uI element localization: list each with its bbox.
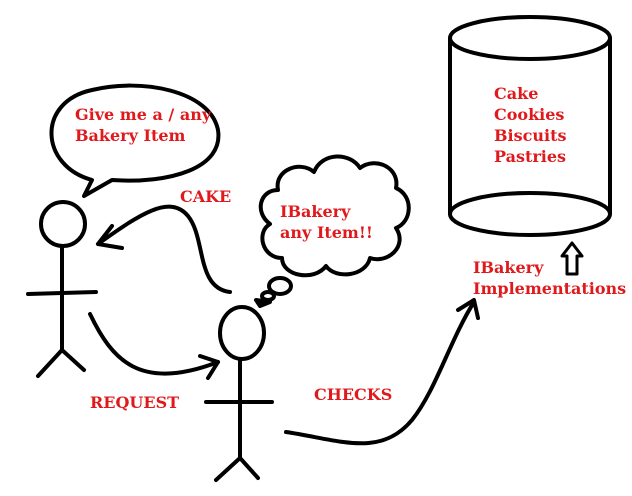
baker-right-leg bbox=[238, 456, 260, 480]
request-label: REQUEST bbox=[90, 393, 180, 412]
baker-head bbox=[218, 305, 266, 361]
speech-line-1: Give me a / any bbox=[75, 105, 212, 124]
baker-left-leg bbox=[214, 456, 242, 482]
baker-figure bbox=[204, 305, 274, 482]
container-item: Cake bbox=[494, 84, 539, 103]
customer-right-leg bbox=[60, 348, 86, 372]
implementations-label: IBakery Implementations bbox=[473, 257, 626, 299]
container-item: Biscuits bbox=[494, 126, 567, 145]
thought-dot-tip bbox=[254, 298, 272, 308]
customer-left-leg bbox=[36, 348, 64, 378]
thought-dot-small bbox=[260, 290, 276, 302]
up-arrow-icon bbox=[560, 241, 584, 276]
cake-arrow bbox=[96, 204, 232, 294]
thought-dot-large bbox=[267, 276, 293, 296]
baker-thought-text: IBakery any Item!! bbox=[280, 201, 373, 243]
container-bottom bbox=[448, 191, 612, 237]
checks-arrow bbox=[284, 298, 480, 446]
implementations-line-2: Implementations bbox=[473, 279, 627, 298]
customer-speech-text: Give me a / any Bakery Item bbox=[75, 104, 211, 146]
container-item: Cookies bbox=[494, 105, 565, 124]
request-arrow bbox=[88, 312, 220, 380]
implementations-line-1: IBakery bbox=[473, 258, 544, 277]
container-items: Cake Cookies Biscuits Pastries bbox=[494, 83, 566, 167]
thought-line-2: any Item!! bbox=[280, 223, 373, 242]
customer-head bbox=[39, 200, 87, 248]
implementations-container bbox=[448, 15, 612, 237]
thought-line-1: IBakery bbox=[280, 202, 351, 221]
customer-speech-bubble bbox=[49, 83, 221, 198]
container-item: Pastries bbox=[494, 147, 567, 166]
checks-label: CHECKS bbox=[314, 385, 393, 404]
speech-line-2: Bakery Item bbox=[75, 126, 186, 145]
baker-thought-cloud bbox=[254, 154, 411, 308]
cake-label: CAKE bbox=[180, 187, 232, 206]
container-top bbox=[448, 15, 612, 61]
customer-arms bbox=[26, 290, 98, 296]
customer-figure bbox=[26, 200, 98, 378]
